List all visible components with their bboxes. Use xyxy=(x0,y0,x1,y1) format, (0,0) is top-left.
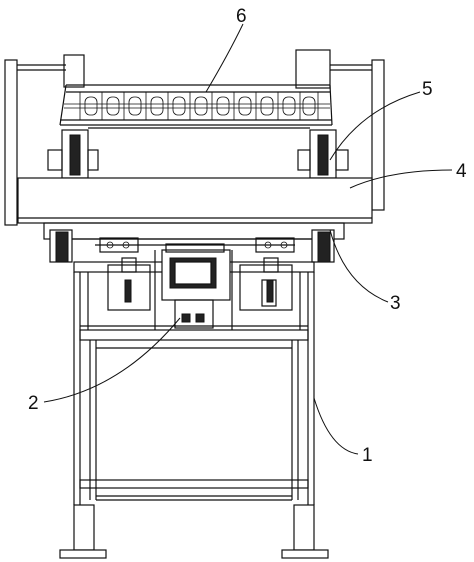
right-roller xyxy=(317,134,329,176)
left-outer-plate xyxy=(4,59,18,226)
callout-1: 1 xyxy=(362,445,373,466)
leader-6 xyxy=(205,23,244,93)
callout-2: 2 xyxy=(28,393,39,414)
leader-3 xyxy=(329,229,389,303)
left-foot-plate xyxy=(59,549,107,559)
tray-cells xyxy=(64,92,330,120)
gearbox xyxy=(174,299,214,329)
leader-lines xyxy=(43,23,453,455)
carriage-plate xyxy=(43,222,345,240)
conveyor-tray-assembly xyxy=(4,49,385,226)
roller-assembly xyxy=(47,127,349,179)
tray-left-post xyxy=(63,54,85,88)
leader-2 xyxy=(43,317,181,403)
right-foot-plate xyxy=(281,549,329,559)
left-roller xyxy=(69,134,81,176)
leader-4 xyxy=(349,169,453,189)
upper-frame xyxy=(73,243,315,330)
tray-right-post xyxy=(295,49,331,89)
right-outer-plate xyxy=(371,59,385,211)
lower-carriage xyxy=(43,222,345,263)
callout-labels: 6 5 4 3 2 1 xyxy=(28,6,467,466)
callout-4: 4 xyxy=(456,161,467,182)
left-foot-post xyxy=(73,504,95,551)
main-beam-body xyxy=(17,177,373,224)
callout-5: 5 xyxy=(422,79,433,100)
callout-6: 6 xyxy=(236,6,247,27)
support-stand xyxy=(59,272,329,559)
leader-1 xyxy=(313,397,359,455)
right-foot-post xyxy=(293,504,315,551)
callout-3: 3 xyxy=(390,293,401,314)
main-beam xyxy=(17,177,373,224)
leader-5 xyxy=(329,91,421,161)
